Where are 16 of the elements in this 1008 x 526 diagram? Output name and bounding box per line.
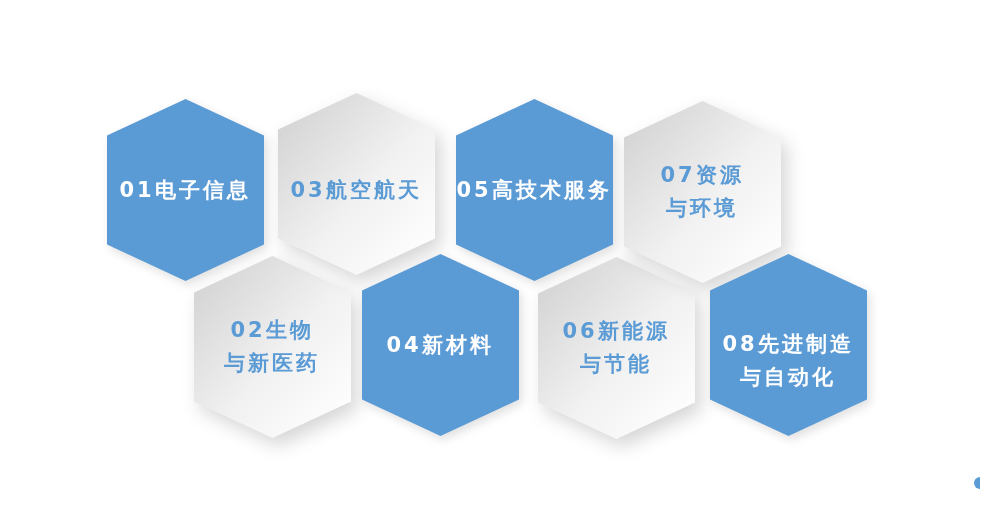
category-label: 08先进制造与自动化 — [722, 331, 854, 391]
hexagon-tile — [106, 99, 264, 281]
category-label: 03航空航天 — [290, 176, 422, 204]
hexagon-tile — [537, 257, 695, 439]
category-label: 01电子信息 — [119, 176, 251, 204]
category-label: 07资源与环境 — [660, 162, 744, 222]
category-label: 05高技术服务 — [456, 176, 612, 204]
hexagon-tile — [361, 254, 519, 436]
category-label: 04新材料 — [386, 331, 494, 359]
hexagon-tile — [455, 99, 613, 281]
category-label: 02生物与新医药 — [224, 317, 320, 377]
hexagon-tile — [709, 254, 867, 436]
hexagon-tile — [623, 101, 781, 283]
hexagon-tile — [277, 93, 435, 275]
category-label: 06新能源与节能 — [562, 318, 670, 378]
hexagon-tile — [193, 256, 351, 438]
